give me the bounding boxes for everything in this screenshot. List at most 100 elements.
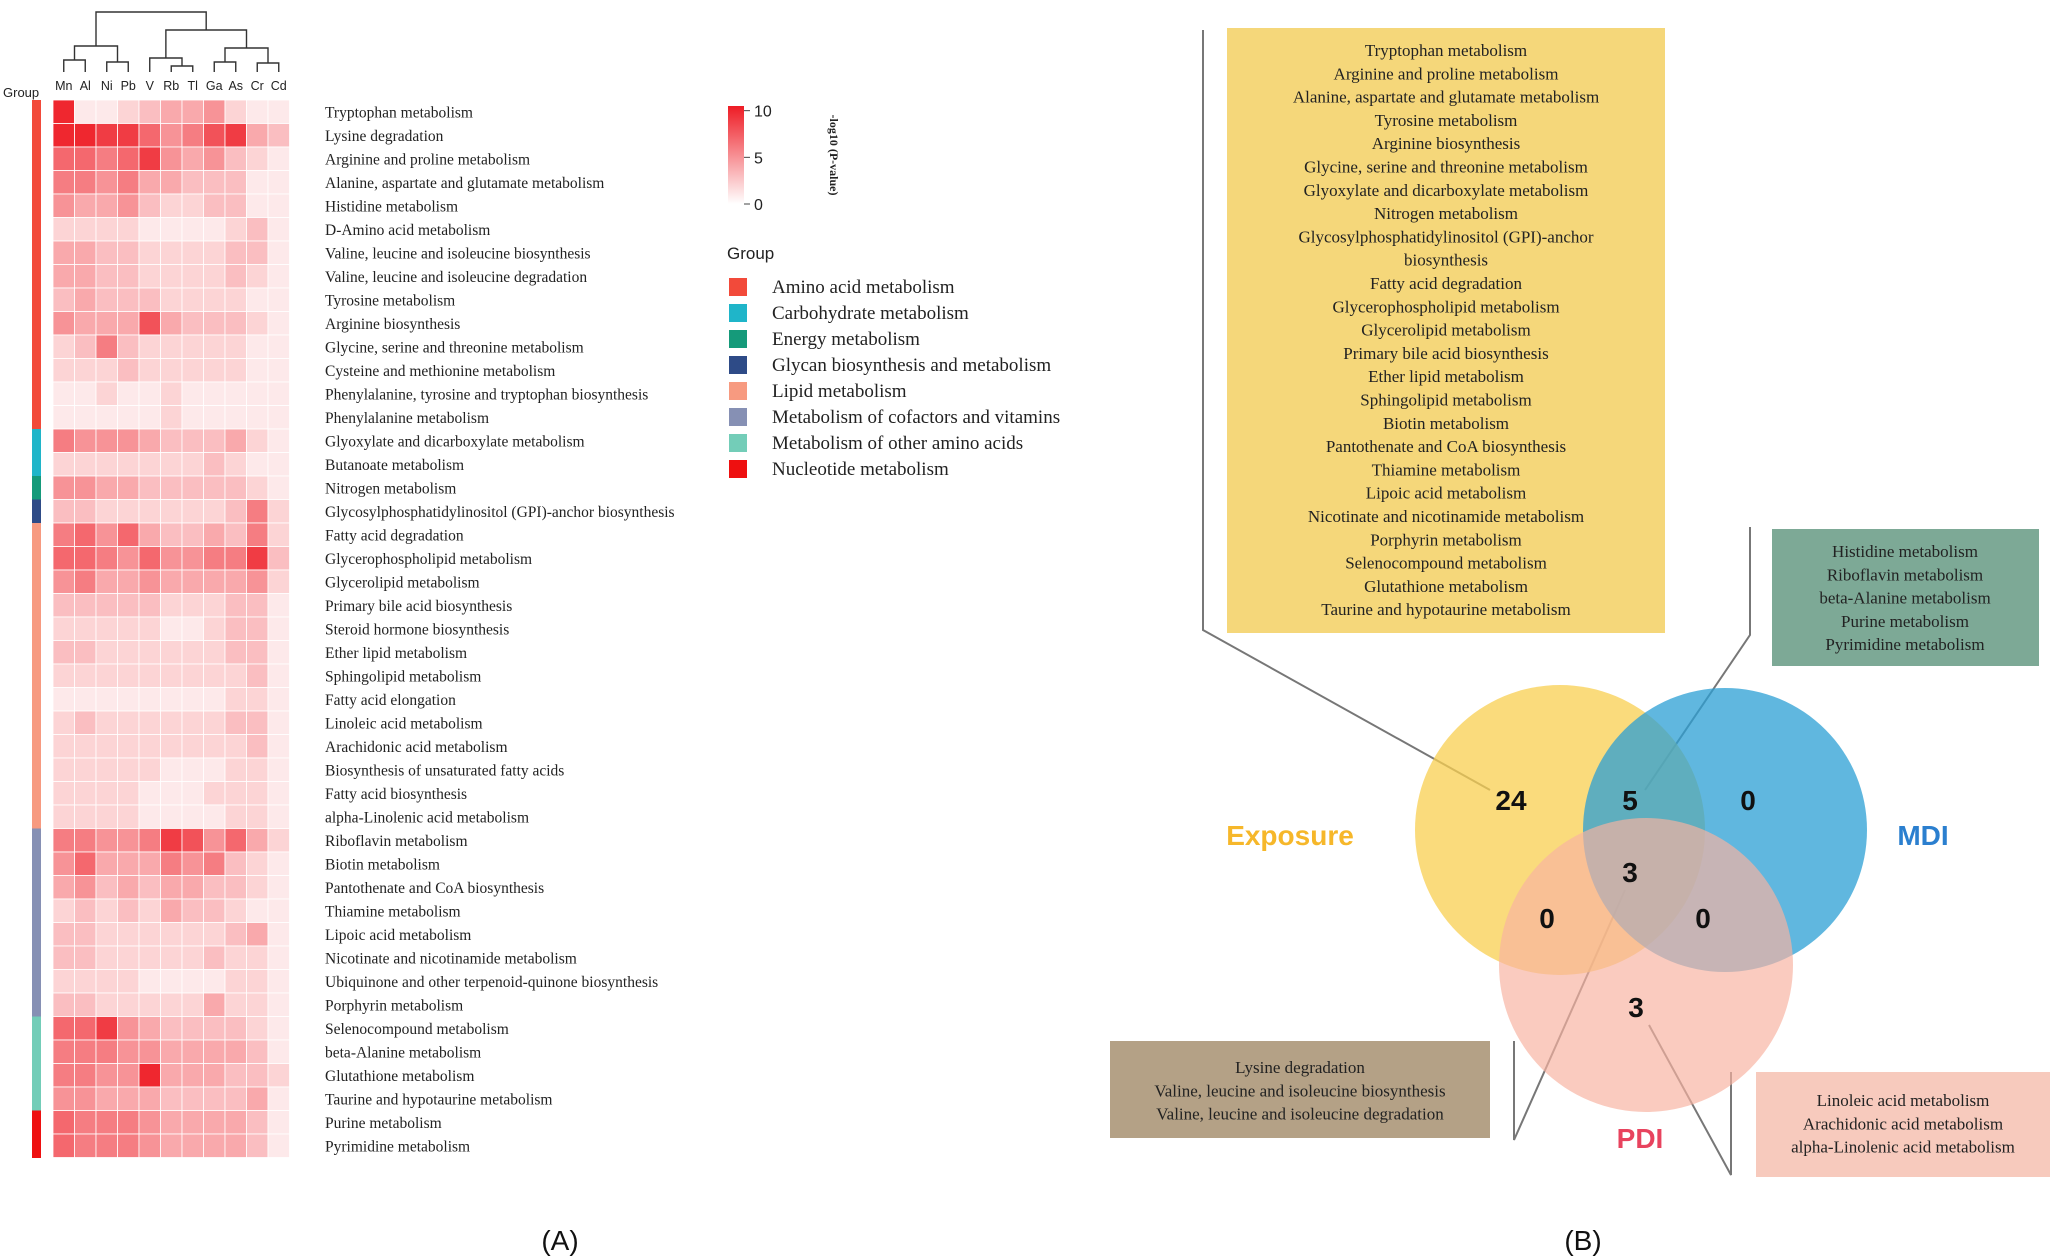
heatmap-cell [267, 358, 290, 383]
heatmap-cell [203, 898, 226, 923]
callout-line: Pyrimidine metabolism [1825, 635, 1984, 654]
callout-line: Nicotinate and nicotinamide metabolism [1308, 507, 1584, 526]
heatmap-cell [224, 1063, 247, 1088]
heatmap-cell [95, 1016, 118, 1041]
heatmap-cell [117, 264, 140, 289]
heatmap-cell [203, 522, 226, 547]
heatmap-cell [224, 546, 247, 571]
heatmap-cell [117, 546, 140, 571]
callout-line: Histidine metabolism [1832, 542, 1978, 561]
heatmap-cell [203, 358, 226, 383]
column-label: Tl [188, 79, 198, 93]
heatmap-cell [138, 1063, 161, 1088]
heatmap-cell [117, 123, 140, 148]
heatmap-cell [160, 687, 183, 712]
row-label: Alanine, aspartate and glutamate metabol… [325, 175, 604, 192]
heatmap-cell [246, 875, 269, 900]
heatmap-cell [160, 569, 183, 594]
heatmap-cell [138, 522, 161, 547]
heatmap-cell [160, 945, 183, 970]
row-label: Phenylalanine, tyrosine and tryptophan b… [325, 386, 648, 403]
heatmap-cell [267, 1016, 290, 1041]
heatmap-cell [117, 146, 140, 171]
heatmap-cells [52, 99, 290, 1158]
row-label: Lysine degradation [325, 128, 444, 145]
heatmap-cell [74, 710, 97, 735]
heatmap-cell [267, 99, 290, 124]
heatmap-cell [74, 663, 97, 688]
heatmap-cell [138, 922, 161, 947]
heatmap-cell [95, 687, 118, 712]
column-label: As [228, 79, 243, 93]
heatmap-cell [138, 546, 161, 571]
heatmap-cell [181, 781, 204, 806]
heatmap-cell [246, 1133, 269, 1158]
group-bar-segment [32, 100, 41, 124]
heatmap-cell [246, 358, 269, 383]
heatmap-cell [138, 475, 161, 500]
heatmap-cell [224, 945, 247, 970]
heatmap-cell [95, 1039, 118, 1064]
group-bar-segment [32, 405, 41, 430]
heatmap-cell [52, 146, 75, 171]
heatmap-cell [203, 123, 226, 148]
heatmap-cell [203, 569, 226, 594]
heatmap-cell [181, 123, 204, 148]
heatmap-cell [224, 898, 247, 923]
heatmap-cell [95, 875, 118, 900]
heatmap-cell [267, 1086, 290, 1111]
region-count-mdi-pdi: 0 [1695, 903, 1711, 934]
heatmap-cell [203, 428, 226, 453]
heatmap-cell [160, 405, 183, 430]
heatmap-cell [181, 287, 204, 312]
heatmap-cell [181, 687, 204, 712]
heatmap-cell [246, 499, 269, 524]
heatmap-cell [267, 616, 290, 641]
heatmap-cell [95, 569, 118, 594]
heatmap-cell [117, 170, 140, 195]
callout-line: alpha-Linolenic acid metabolism [1791, 1138, 2015, 1157]
callout-box-pdi-only [1756, 1072, 2050, 1177]
heatmap-cell [246, 99, 269, 124]
heatmap-cell [203, 452, 226, 477]
heatmap-cell [246, 428, 269, 453]
heatmap-cell [203, 710, 226, 735]
row-label: Arginine and proline metabolism [325, 151, 530, 168]
heatmap-cell [246, 1016, 269, 1041]
heatmap-cell [267, 1039, 290, 1064]
heatmap-cell [74, 193, 97, 218]
heatmap-cell [246, 264, 269, 289]
heatmap-cell [74, 945, 97, 970]
heatmap-cell [138, 1086, 161, 1111]
heatmap-cell [203, 640, 226, 665]
heatmap-cell [203, 945, 226, 970]
heatmap-cell [267, 475, 290, 500]
heatmap-cell [117, 1016, 140, 1041]
heatmap-cell [224, 264, 247, 289]
heatmap-cell [246, 992, 269, 1017]
row-label: Thiamine metabolism [325, 903, 461, 920]
row-label: Biotin metabolism [325, 856, 440, 873]
heatmap-cell [138, 452, 161, 477]
heatmap-cell [224, 381, 247, 406]
group-bar-segment [32, 593, 41, 618]
callout-line: Primary bile acid biosynthesis [1343, 344, 1548, 363]
legend-item-label: Metabolism of cofactors and vitamins [772, 407, 1060, 428]
heatmap-cell [95, 945, 118, 970]
heatmap-cell [224, 1039, 247, 1064]
heatmap-cell [181, 1110, 204, 1135]
heatmap-cell [160, 616, 183, 641]
column-label: Rb [163, 79, 179, 93]
heatmap-cell [224, 1016, 247, 1041]
heatmap-cell [160, 640, 183, 665]
legend-item-label: Carbohydrate metabolism [772, 303, 969, 324]
heatmap-cell [203, 1063, 226, 1088]
heatmap-cell [138, 781, 161, 806]
heatmap-cell [52, 240, 75, 265]
heatmap-cell [224, 992, 247, 1017]
heatmap-cell [181, 170, 204, 195]
callout-line: Tryptophan metabolism [1365, 41, 1527, 60]
heatmap-cell [117, 710, 140, 735]
